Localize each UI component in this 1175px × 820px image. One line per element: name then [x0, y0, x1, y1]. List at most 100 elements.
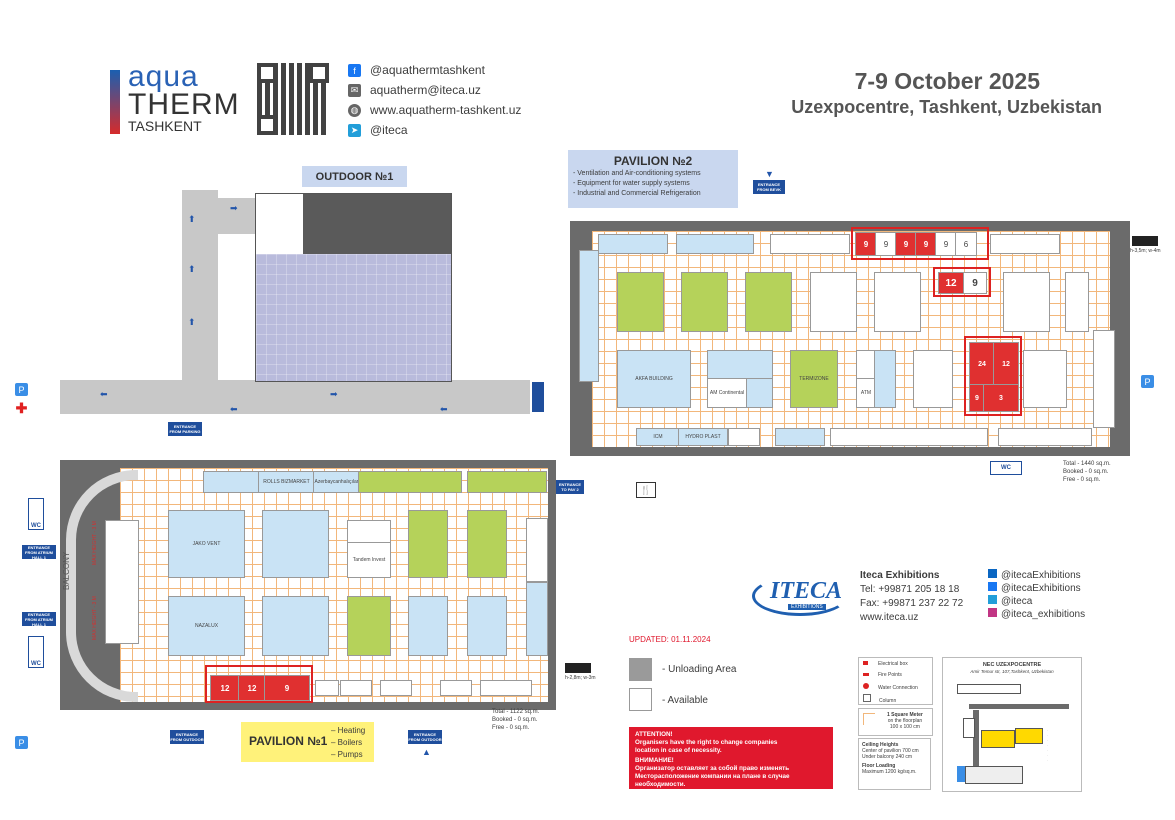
- stand[interactable]: [380, 680, 412, 696]
- stand[interactable]: [1023, 350, 1067, 408]
- stand[interactable]: [315, 680, 339, 696]
- social-telegram-text[interactable]: @iteca: [370, 123, 408, 137]
- stand[interactable]: [1003, 272, 1050, 332]
- booked-stand[interactable]: 12: [938, 272, 964, 294]
- stand[interactable]: [467, 596, 507, 656]
- wc-sign-pav2: WC: [990, 461, 1022, 475]
- booked-stand[interactable]: 6: [955, 232, 977, 256]
- mail-icon: ✉: [348, 84, 361, 97]
- stand[interactable]: [467, 471, 547, 493]
- stand-termizone[interactable]: TERMIZONE: [790, 350, 838, 408]
- stand[interactable]: [856, 350, 876, 380]
- booked-block-mid: [933, 267, 991, 297]
- stand[interactable]: [203, 471, 260, 493]
- facebook-icon: f: [348, 64, 361, 77]
- stand-jako-vent[interactable]: JAKO VENT: [168, 510, 245, 578]
- booked-stand[interactable]: 3: [983, 384, 1019, 412]
- stand[interactable]: [874, 272, 921, 332]
- stand[interactable]: [408, 510, 448, 578]
- stand[interactable]: [1065, 272, 1089, 332]
- entrance-side-sign: [532, 382, 544, 412]
- booked-stand[interactable]: 9: [915, 232, 937, 256]
- stand[interactable]: [810, 272, 857, 332]
- iteca-social: @itecaExhibitions @itecaExhibitions @ite…: [988, 569, 1085, 621]
- social-facebook-text[interactable]: @aquathermtashkent: [370, 63, 485, 77]
- stand-nazalux[interactable]: NAZALUX: [168, 596, 245, 656]
- stand-icm[interactable]: ICM: [636, 428, 680, 446]
- booked-stand[interactable]: 9: [875, 232, 897, 256]
- stand[interactable]: [998, 428, 1092, 446]
- stand[interactable]: [830, 428, 988, 446]
- stand-azerbaycan[interactable]: Azerbaycanhalıçılar: [313, 471, 360, 493]
- iteca-linkedin-text[interactable]: @itecaExhibitions: [1001, 570, 1081, 581]
- stand[interactable]: [745, 272, 792, 332]
- stand-atm[interactable]: ATM: [856, 378, 876, 408]
- stand[interactable]: [262, 510, 329, 578]
- iteca-telegram-text[interactable]: @iteca: [1001, 596, 1033, 607]
- fire-point-icon: [863, 673, 869, 676]
- stand[interactable]: [676, 234, 754, 254]
- booked-stand[interactable]: 9: [264, 675, 310, 701]
- stand[interactable]: [526, 518, 548, 582]
- legend-available-swatch: [629, 688, 652, 711]
- stand-tandem-invest[interactable]: Tandem Invest: [347, 542, 391, 578]
- column-icon: [863, 694, 871, 702]
- stand-hydro-plast[interactable]: HYDRO PLAST: [678, 428, 728, 446]
- booked-stand[interactable]: 9: [963, 272, 987, 294]
- booked-stand[interactable]: 9: [935, 232, 957, 256]
- stand[interactable]: [746, 378, 773, 408]
- pavilion1-title: PAVILION №1: [249, 734, 328, 748]
- stand[interactable]: [707, 350, 773, 380]
- truck-icon: [1132, 236, 1158, 246]
- stand[interactable]: [770, 234, 850, 254]
- stand[interactable]: [775, 428, 825, 446]
- road-arrow: ⬅: [440, 404, 448, 414]
- booked-stand[interactable]: 12: [210, 675, 240, 701]
- stand[interactable]: [467, 510, 507, 578]
- social-mail-text[interactable]: aquatherm@iteca.uz: [370, 83, 481, 97]
- outdoor-road-top: [218, 198, 258, 234]
- pavilion1-label-box: PAVILION №1 – Heating – Boilers – Pumps: [241, 722, 374, 762]
- iteca-facebook-text[interactable]: @itecaExhibitions: [1001, 583, 1081, 594]
- stand[interactable]: [874, 350, 896, 408]
- booked-stand[interactable]: 24: [969, 342, 995, 386]
- booked-stand[interactable]: 12: [993, 342, 1019, 386]
- entrance-from-atrium-sign: ENTRANCE FROM ATRIUM HALL 1: [22, 612, 56, 627]
- stand-rolls-bizmarket[interactable]: ROLLS BIZMARKET: [258, 471, 315, 493]
- entrance-from-parking-sign: ENTRANCE FROM PARKING: [168, 422, 202, 436]
- linkedin-icon: [988, 569, 997, 578]
- stand[interactable]: [347, 520, 391, 544]
- stand[interactable]: [1093, 330, 1115, 428]
- road-arrow: ⬆: [188, 317, 196, 327]
- social-web-text[interactable]: www.aquatherm-tashkent.uz: [370, 103, 522, 117]
- stand[interactable]: [347, 596, 391, 656]
- globe-icon: ◍: [348, 104, 361, 117]
- stand[interactable]: [408, 596, 448, 656]
- stand[interactable]: [526, 582, 548, 656]
- stand[interactable]: [681, 272, 728, 332]
- stand[interactable]: [105, 520, 139, 644]
- stand[interactable]: [262, 596, 329, 656]
- stand[interactable]: [617, 272, 664, 332]
- restaurant-icon: 🍴: [636, 482, 656, 498]
- stand[interactable]: [598, 234, 668, 254]
- stand[interactable]: [728, 428, 760, 446]
- stand-akfa[interactable]: AKFA BUILDING: [617, 350, 691, 408]
- stand[interactable]: [913, 350, 953, 408]
- stand[interactable]: [579, 250, 599, 382]
- booked-stand[interactable]: 9: [895, 232, 917, 256]
- parking-icon: P: [15, 736, 28, 749]
- stand-am-continental[interactable]: AM Continental: [707, 378, 747, 408]
- pavilion2-label-box: PAVILION №2 - Ventilation and Air-condit…: [568, 150, 738, 208]
- stand[interactable]: [990, 234, 1060, 254]
- stand[interactable]: [340, 680, 372, 696]
- entrance-from-outdoor-sign: ENTRANCE FROM OUTDOOR: [408, 730, 442, 744]
- stand[interactable]: [440, 680, 472, 696]
- electrical-box-icon: [863, 661, 868, 665]
- iteca-instagram-text[interactable]: @iteca_exhibitions: [1001, 609, 1086, 620]
- stand[interactable]: [358, 471, 462, 493]
- stand[interactable]: [480, 680, 532, 696]
- booked-stand[interactable]: 12: [238, 675, 266, 701]
- booked-stand[interactable]: 9: [855, 232, 877, 256]
